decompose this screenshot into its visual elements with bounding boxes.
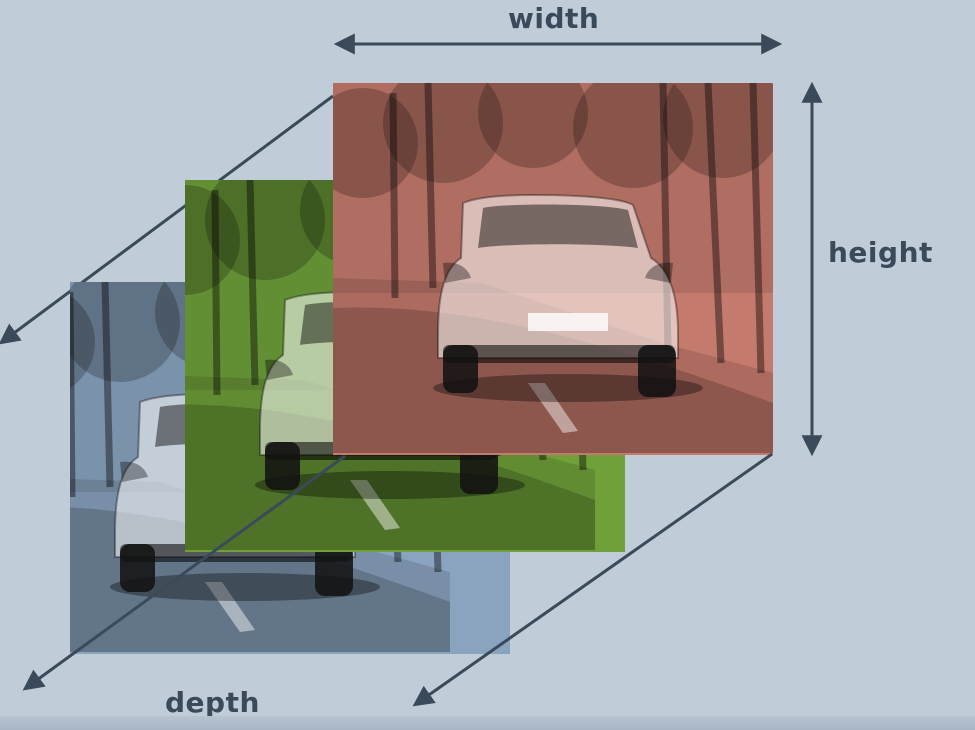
channel-panel-red: [333, 83, 773, 455]
depth-arrow-front-right: [412, 452, 773, 707]
depth-label: depth: [165, 686, 260, 719]
height-label: height: [828, 236, 933, 269]
bottom-bar: [0, 716, 975, 730]
depth-arrow-front-left: [22, 454, 346, 691]
depth-arrow-back: [0, 94, 334, 345]
width-label: width: [508, 2, 600, 35]
